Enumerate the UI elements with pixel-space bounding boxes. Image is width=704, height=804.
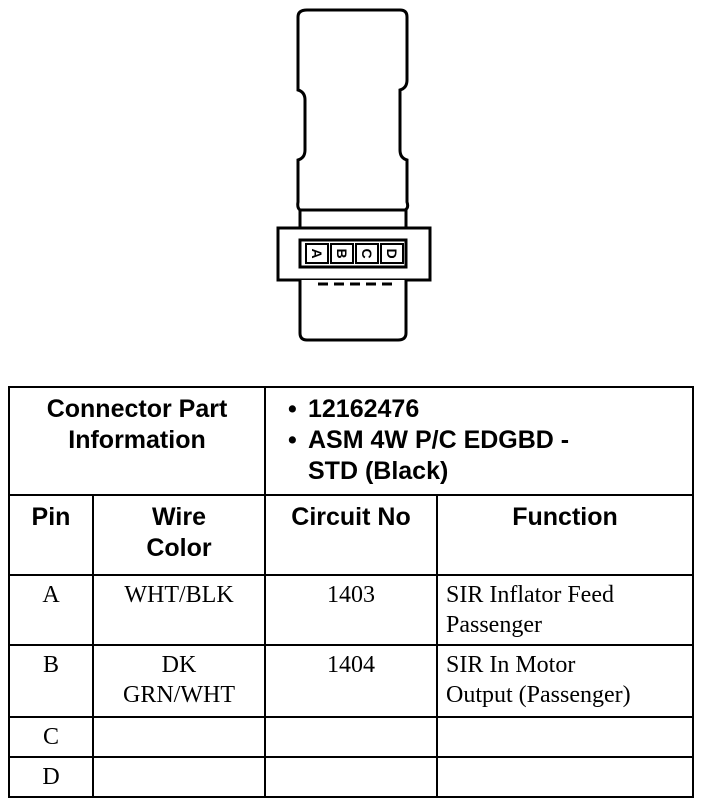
header-pin-text: Pin <box>31 503 71 531</box>
header-wire-color-line: Color <box>146 534 212 562</box>
wire-color-cell <box>92 756 266 798</box>
table-row: C <box>8 716 694 758</box>
wire-color-line: WHT/BLK <box>124 582 234 608</box>
wire-color-line: DK <box>161 652 197 678</box>
header-pin: Pin <box>8 494 94 576</box>
connector-body-outline <box>296 8 410 212</box>
pin-cavity-label: B <box>334 248 350 258</box>
connector-part-label-line: Information <box>68 426 206 454</box>
circuit-cell: 1403 <box>264 574 438 646</box>
header-function: Function <box>436 494 694 576</box>
connector-part-info: •12162476 •ASM 4W P/C EDGBD - STD (Black… <box>264 386 694 496</box>
function-cell: SIR Inflator Feed Passenger <box>436 574 694 646</box>
pin-cavity <box>380 243 404 264</box>
function-line: SIR In Motor <box>446 652 576 678</box>
pin-cavity <box>305 243 329 264</box>
table-row: B DK GRN/WHT 1404 SIR In Motor Output (P… <box>8 644 694 718</box>
circuit-cell: 1404 <box>264 644 438 718</box>
circuit-cell <box>264 716 438 758</box>
pin-cell: B <box>8 644 94 718</box>
wire-color-cell <box>92 716 266 758</box>
circuit-value: 1403 <box>327 582 375 608</box>
header-function-text: Function <box>512 503 618 531</box>
pin-cavity-label: A <box>309 248 325 258</box>
connector-part-label-line: Connector Part <box>46 395 228 423</box>
connector-pin-table: Connector Part Information •12162476 •AS… <box>8 386 694 798</box>
table-row: D <box>8 756 694 798</box>
function-line: Passenger <box>446 612 542 638</box>
part-number: •12162476 <box>288 395 420 423</box>
pin-value: A <box>42 582 60 608</box>
function-cell <box>436 756 694 798</box>
part-description: •ASM 4W P/C EDGBD - <box>288 426 570 454</box>
table-row: A WHT/BLK 1403 SIR Inflator Feed Passeng… <box>8 574 694 646</box>
header-circuit-no-text: Circuit No <box>291 503 411 531</box>
header-wire-color-line: Wire <box>152 503 206 531</box>
connector-lower-body <box>298 280 408 342</box>
part-description-line: STD (Black) <box>308 457 449 485</box>
part-number-text: 12162476 <box>308 395 420 423</box>
pin-cavity <box>330 243 354 264</box>
pin-cavity-label: D <box>384 248 400 258</box>
pin-cavity <box>355 243 379 264</box>
pin-cell: D <box>8 756 94 798</box>
function-cell: SIR In Motor Output (Passenger) <box>436 644 694 718</box>
function-line: SIR Inflator Feed <box>446 582 614 608</box>
header-circuit-no: Circuit No <box>264 494 438 576</box>
function-line: Output (Passenger) <box>446 682 631 708</box>
part-description-line: ASM 4W P/C EDGBD - <box>308 426 570 454</box>
pin-cavity-label: C <box>359 248 375 258</box>
pin-cell: C <box>8 716 94 758</box>
wire-color-line: GRN/WHT <box>123 682 235 708</box>
connector-neck <box>298 210 408 228</box>
wire-color-cell: WHT/BLK <box>92 574 266 646</box>
pin-value: D <box>42 764 60 790</box>
pin-cell: A <box>8 574 94 646</box>
circuit-value: 1404 <box>327 652 375 678</box>
circuit-cell <box>264 756 438 798</box>
header-wire-color: Wire Color <box>92 494 266 576</box>
wire-color-cell: DK GRN/WHT <box>92 644 266 718</box>
function-cell <box>436 716 694 758</box>
part-description-cont: STD (Black) <box>308 456 692 487</box>
connector-part-label: Connector Part Information <box>8 386 266 496</box>
pin-value: B <box>42 652 59 678</box>
pin-value: C <box>42 724 59 750</box>
